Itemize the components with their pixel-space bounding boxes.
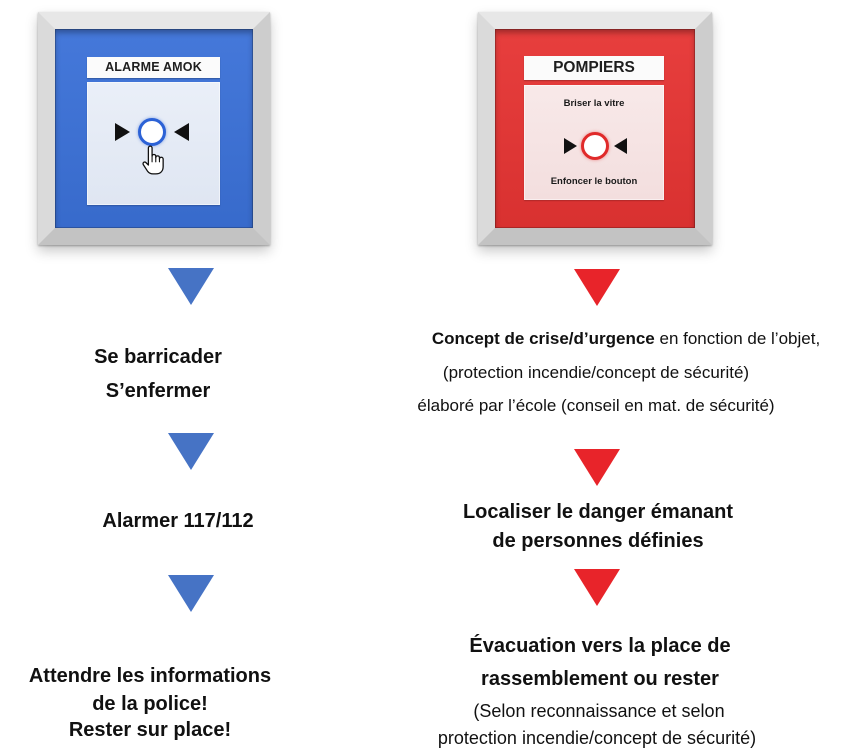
arrow-down-icon [574, 269, 620, 306]
right-step-1-line-1: (protection incendie/concept de sécurité… [442, 363, 750, 382]
push-button-icon [138, 118, 166, 146]
arrow-down-icon [168, 268, 214, 305]
alarm-fire-instruction-bottom: Enfoncer le bouton [550, 176, 638, 187]
arrow-right-icon [115, 123, 130, 141]
alarm-fire-box: POMPIERS Briser la vitre Enfoncer le bou… [478, 12, 712, 245]
arrow-down-icon [574, 569, 620, 606]
left-step-3-line-1: Attendre les informations [28, 665, 272, 687]
left-step-3-line-3: Rester sur place! [68, 719, 232, 741]
right-step-3-line-1: Évacuation vers la place de [469, 635, 731, 657]
left-step-1-line-2: S’enfermer [105, 380, 211, 402]
left-step-3-line-2: de la police! [92, 693, 208, 715]
right-step-1-intro: Concept de crise/d’urgence en fonction d… [416, 327, 836, 351]
right-step-1-intro-regular: en fonction de l’objet, [659, 329, 821, 348]
right-step-3-note-1: (Selon reconnaissance et selon [473, 701, 725, 721]
right-step-1-intro-bold: Concept de crise/d’urgence [431, 329, 655, 348]
alarm-fire-instruction-top: Briser la vitre [563, 98, 625, 109]
right-step-1-line-2: élaboré par l’école (conseil en mat. de … [417, 396, 775, 415]
arrow-down-icon [574, 449, 620, 486]
right-step-2-line-1: Localiser le danger émanant [462, 501, 734, 523]
left-step-1-line-1: Se barricader [94, 346, 222, 368]
hand-pointer-icon [142, 145, 164, 175]
push-button-icon [581, 132, 609, 160]
arrow-left-icon [614, 138, 627, 154]
alarm-fire-panel: Briser la vitre Enfoncer le bouton [524, 85, 664, 200]
right-step-3-line-2: rassemblement ou rester [481, 668, 719, 690]
arrow-left-icon [174, 123, 189, 141]
arrow-down-icon [168, 575, 214, 612]
alarm-amok-box: ALARME AMOK [38, 12, 270, 245]
arrow-right-icon [564, 138, 577, 154]
arrow-down-icon [168, 433, 214, 470]
left-step-2-line-1: Alarmer 117/112 [102, 510, 254, 532]
right-step-2-line-2: de personnes définies [492, 530, 704, 552]
alarm-amok-panel [87, 82, 220, 205]
right-step-3-note-2: protection incendie/concept de sécurité) [437, 728, 757, 748]
alarm-amok-label: ALARME AMOK [87, 57, 220, 78]
alarm-fire-label: POMPIERS [524, 56, 664, 80]
